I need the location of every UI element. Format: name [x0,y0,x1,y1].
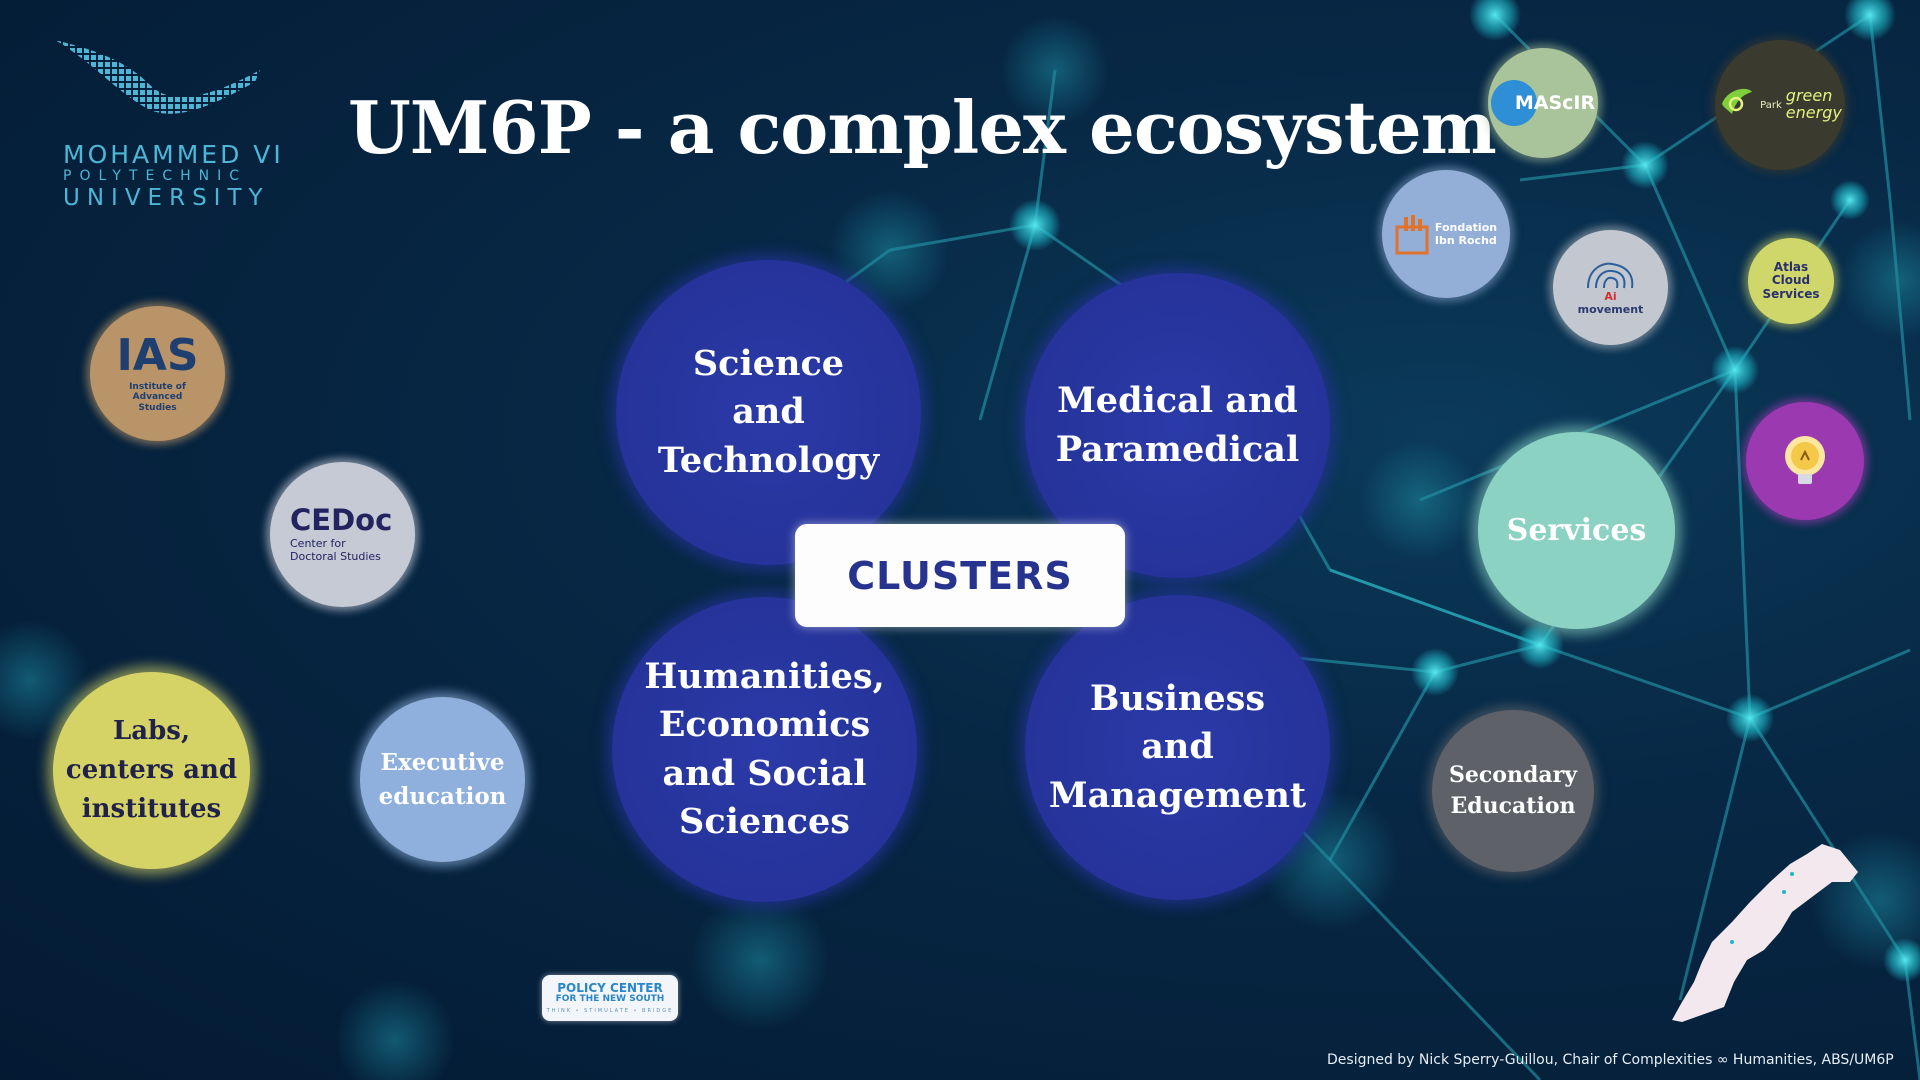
cluster-label-line: Technology [657,439,880,481]
cluster-label-line: and [732,391,805,433]
secondary-label-line: Secondary [1449,762,1577,789]
university-logo: MOHAMMED VI POLYTECHNIC UNIVERSITY [55,40,285,211]
atlas-label-line: Services [1762,286,1820,301]
cluster-label-line: Medical and [1057,380,1298,422]
lightbulb-icon [1785,436,1825,484]
exec-label-line: Executive [380,749,505,777]
policy-center-tagline: THINK • STIMULATE • BRIDGE [546,1007,674,1014]
fondation-ibn-rochd-logo[interactable]: Fondation Ibn Rochd [1382,170,1510,298]
ias-subtitle-line: Advanced [132,392,183,403]
cluster-science-technology[interactable]: Science and Technology [616,260,921,565]
cluster-humanities[interactable]: Humanities, Economics and Social Science… [612,597,917,902]
ias-subtitle-line: Studies [138,402,177,413]
morocco-map-icon [1672,844,1858,1022]
ai-movement-label: movement [1577,302,1644,316]
green-energy-park-logo[interactable]: Park green energy [1715,40,1845,170]
policy-center-logo[interactable]: POLICY CENTER FOR THE NEW SOUTH THINK • … [542,975,678,1021]
green-energy-park-label: Park [1760,99,1782,111]
cluster-label-line: Paramedical [1055,428,1300,470]
fondation-label-line: Fondation [1434,220,1498,234]
secondary-education[interactable]: Secondary Education [1432,710,1594,872]
cluster-medical-paramedical[interactable]: Medical and Paramedical [1025,273,1330,578]
cluster-label-line: Science [692,343,845,385]
green-energy-label-line: green [1785,86,1833,106]
university-name-line1: MOHAMMED VI [63,140,284,169]
labs-label-line: Labs, [113,716,190,746]
services-node[interactable]: Services [1478,432,1675,629]
lightbulb-logo[interactable] [1746,402,1864,520]
ai-prefix: Ai [1604,289,1617,303]
cluster-label-line: Management [1048,774,1307,816]
cedoc-acronym: CEDoc [290,502,393,537]
labs-label-line: institutes [81,794,222,824]
credit-text: Designed by Nick Sperry-Guillou, Chair o… [1327,1052,1894,1068]
green-energy-leaf-icon [1722,88,1753,114]
cluster-label-line: Humanities, [644,655,885,697]
cluster-label-line: and Social [662,752,867,794]
labs-label-line: centers and [65,755,238,785]
mascir-dot-icon [1490,80,1537,126]
policy-center-line1: POLICY CENTER [557,981,663,996]
atlas-label-line: Atlas [1773,260,1809,275]
mascir-logo[interactable]: MAScIR [1488,48,1598,158]
secondary-label-line: Education [1450,793,1576,819]
ai-movement-logo[interactable]: Ai movement [1553,230,1668,345]
cluster-business-management[interactable]: Business and Management [1025,595,1330,900]
university-name-line3: UNIVERSITY [63,185,270,211]
ai-brain-icon [1587,262,1634,288]
executive-education[interactable]: Executive education [360,697,525,862]
cluster-label-line: Economics [658,704,871,746]
atlas-cloud-services-logo[interactable]: Atlas Cloud Services [1748,238,1834,324]
clusters-label[interactable]: CLUSTERS [795,524,1125,627]
cedoc-logo[interactable]: CEDoc Center for Doctoral Studies [270,462,415,607]
green-energy-label-line: energy [1785,103,1842,122]
cedoc-subtitle-line: Doctoral Studies [290,549,381,563]
fondation-label-line: Ibn Rochd [1434,234,1497,247]
atlas-label-line: Cloud [1771,273,1811,288]
ias-logo[interactable]: IAS Institute of Advanced Studies [90,306,225,441]
cluster-label-line: Sciences [679,800,850,842]
ias-subtitle-line: Institute of [129,381,186,392]
exec-label-line: education [378,782,507,810]
labs-centers-institutes[interactable]: Labs, centers and institutes [53,672,250,869]
cedoc-subtitle-line: Center for [290,536,346,550]
mascir-label: MAScIR [1514,92,1596,114]
cluster-label-line: and [1141,726,1214,768]
page-title: UM6P - a complex ecosystem [348,85,1497,170]
university-name-line2: POLYTECHNIC [63,168,248,184]
wave-logo-icon [55,40,260,114]
fondation-building-icon [1395,215,1429,255]
policy-center-line2: FOR THE NEW SOUTH [555,994,665,1005]
cluster-label-line: Business [1089,678,1266,720]
ias-acronym: IAS [116,329,199,381]
